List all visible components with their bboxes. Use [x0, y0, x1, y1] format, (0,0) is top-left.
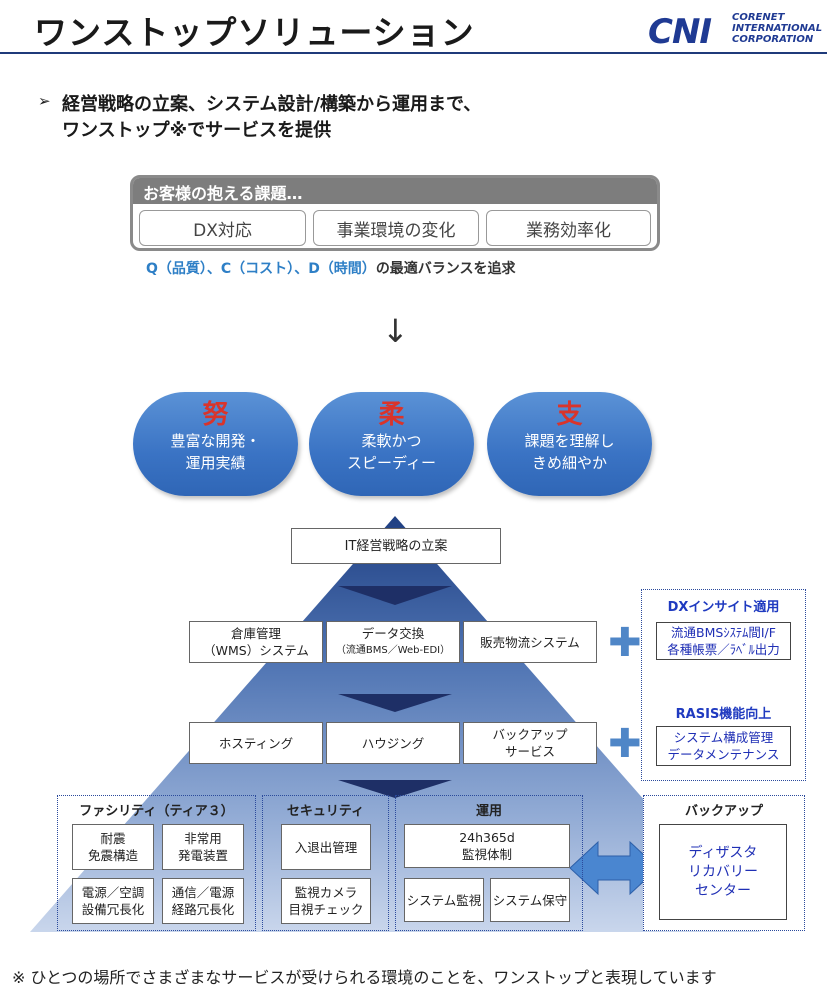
facility-item: 耐震 免震構造: [72, 824, 154, 870]
backup-title: バックアップ: [684, 804, 763, 819]
strength-desc-line: 柔軟かつ: [361, 432, 422, 450]
bullet-icon: ➢: [38, 92, 51, 110]
security-item: 入退出管理: [281, 824, 371, 870]
backup-service-line2: サービス: [504, 744, 555, 759]
qcd-quality: Q（品質）: [146, 261, 207, 277]
data-exchange-box: データ交換 （流通BMS／Web-EDI）: [326, 621, 460, 663]
rasis-line1: システム構成管理: [673, 730, 774, 745]
dr-line: リカバリー: [688, 863, 758, 880]
exchange-line1: データ交換: [361, 626, 425, 641]
dx-line2: 各種帳票／ﾗﾍﾞﾙ出力: [667, 642, 780, 657]
title-underline: [0, 52, 827, 54]
facility-section: ファシリティ（ティア３） 耐震 免震構造 非常用 発電装置 電源／空調 設備冗長…: [57, 795, 256, 931]
wms-line2: （WMS）システム: [203, 643, 309, 658]
footnote: ※ ひとつの場所でさまざまなサービスが受けられる環境のことを、ワンストップと表現…: [12, 968, 717, 987]
backup-section: バックアップ ディザスタ リカバリー センター: [643, 795, 805, 931]
monitoring-line2: 監視体制: [461, 847, 512, 862]
disaster-recovery-box: ディザスタ リカバリー センター: [659, 824, 787, 920]
dx-insight-box: 流通BMSｼｽﾃﾑ間I/F 各種帳票／ﾗﾍﾞﾙ出力: [656, 622, 791, 660]
heading-line-1: 経営戦略の立案、システム設計/構築から運用まで、: [62, 94, 482, 115]
security-item-line: 監視カメラ: [294, 885, 358, 900]
facility-title: ファシリティ（ティア３）: [79, 804, 234, 819]
monitoring-box: 24h365d 監視体制: [404, 824, 570, 868]
main-heading: 経営戦略の立案、システム設計/構築から運用まで、 ワンストップ※でサービスを提供: [62, 92, 481, 144]
facility-item-line: 経路冗長化: [171, 902, 235, 917]
qcd-suffix: の最適バランスを追求: [375, 261, 516, 277]
dr-line: ディザスタ: [688, 844, 758, 861]
facility-item: 電源／空調 設備冗長化: [72, 878, 154, 924]
it-strategy-box: IT経営戦略の立案: [291, 528, 501, 564]
issue-business-environment: 事業環境の変化: [313, 210, 479, 246]
exchange-line2: （流通BMS／Web-EDI）: [335, 645, 451, 656]
strength-kanji: 柔: [378, 400, 405, 430]
facility-item: 非常用 発電装置: [162, 824, 244, 870]
qcd-separator: 、: [206, 261, 221, 277]
dx-line1: 流通BMSｼｽﾃﾑ間I/F: [671, 625, 776, 640]
layer-arrow-icon: [338, 694, 452, 712]
company-name-line: CORENET: [732, 12, 785, 23]
security-item: 監視カメラ 目視チェック: [281, 878, 371, 924]
heading-line-2: ワンストップ※でサービスを提供: [62, 120, 332, 141]
facility-item-line: 発電装置: [177, 848, 228, 863]
dx-insight-title: DXインサイト適用: [667, 600, 780, 615]
customer-issues-box: お客様の抱える課題… DX対応 事業環境の変化 業務効率化: [130, 175, 660, 251]
strength-desc-line: きめ細やか: [531, 454, 607, 472]
enhancement-panel: DXインサイト適用 流通BMSｼｽﾃﾑ間I/F 各種帳票／ﾗﾍﾞﾙ出力 RASI…: [641, 589, 806, 781]
strength-kanji: 努: [202, 400, 229, 430]
strength-kanji: 支: [556, 400, 583, 430]
housing-box: ハウジング: [326, 722, 460, 764]
qcd-statement: Q（品質）、C（コスト）、D（時間）の最適バランスを追求: [146, 258, 516, 278]
backup-service-box: バックアップ サービス: [463, 722, 597, 764]
issue-efficiency: 業務効率化: [486, 210, 651, 246]
strength-desc-line: 課題を理解し: [524, 432, 615, 450]
strength-flexibility: 柔 柔軟かつ スピーディー: [309, 392, 474, 496]
company-name-line: INTERNATIONAL: [732, 23, 823, 34]
facility-item-line: 非常用: [184, 831, 222, 846]
rasis-box: システム構成管理 データメンテナンス: [656, 726, 791, 766]
qcd-separator: 、: [294, 261, 309, 277]
plus-icon: ✚: [608, 620, 642, 666]
strength-desc-line: 運用実績: [185, 454, 246, 472]
layer-arrow-icon: [338, 586, 452, 605]
security-section: セキュリティ 入退出管理 監視カメラ 目視チェック: [262, 795, 389, 931]
operation-title: 運用: [475, 804, 502, 819]
company-logo: CNI: [648, 12, 712, 52]
wms-line1: 倉庫管理: [230, 626, 281, 641]
strength-desc-line: スピーディー: [347, 454, 436, 472]
wms-box: 倉庫管理 （WMS）システム: [189, 621, 323, 663]
backup-service-line1: バックアップ: [492, 727, 568, 742]
down-arrow-icon: ↓: [382, 312, 409, 350]
issues-title: お客様の抱える課題…: [133, 178, 657, 204]
layer-arrow-icon: [338, 780, 452, 798]
facility-item: 通信／電源 経路冗長化: [162, 878, 244, 924]
rasis-line2: データメンテナンス: [667, 747, 780, 762]
security-item-line: 目視チェック: [288, 902, 364, 917]
facility-item-line: 耐震: [100, 831, 126, 846]
company-name-line: CORPORATION: [732, 34, 814, 45]
facility-item-line: 設備冗長化: [81, 902, 145, 917]
strength-experience: 努 豊富な開発・ 運用実績: [133, 392, 298, 496]
facility-item-line: 免震構造: [87, 848, 138, 863]
monitoring-line1: 24h365d: [459, 830, 515, 845]
strength-support: 支 課題を理解し きめ細やか: [487, 392, 652, 496]
facility-item-line: 通信／電源: [171, 885, 235, 900]
operation-section: 運用 24h365d 監視体制 システム監視 システム保守: [395, 795, 583, 931]
facility-item-line: 電源／空調: [81, 885, 145, 900]
system-monitoring-box: システム監視: [404, 878, 484, 922]
page-title: ワンストップソリューション: [34, 13, 475, 52]
sales-logistics-box: 販売物流システム: [463, 621, 597, 663]
qcd-cost: C（コスト）: [220, 261, 295, 277]
dr-line: センター: [695, 882, 751, 899]
issue-dx: DX対応: [139, 210, 306, 246]
rasis-title: RASIS機能向上: [675, 707, 772, 722]
strength-desc-line: 豊富な開発・: [170, 432, 261, 450]
hosting-box: ホスティング: [189, 722, 323, 764]
security-title: セキュリティ: [286, 804, 365, 819]
qcd-time: D（時間）: [308, 261, 376, 277]
company-name: CORENET INTERNATIONAL CORPORATION: [732, 12, 822, 45]
plus-icon: ✚: [608, 721, 642, 767]
system-maintenance-box: システム保守: [490, 878, 570, 922]
